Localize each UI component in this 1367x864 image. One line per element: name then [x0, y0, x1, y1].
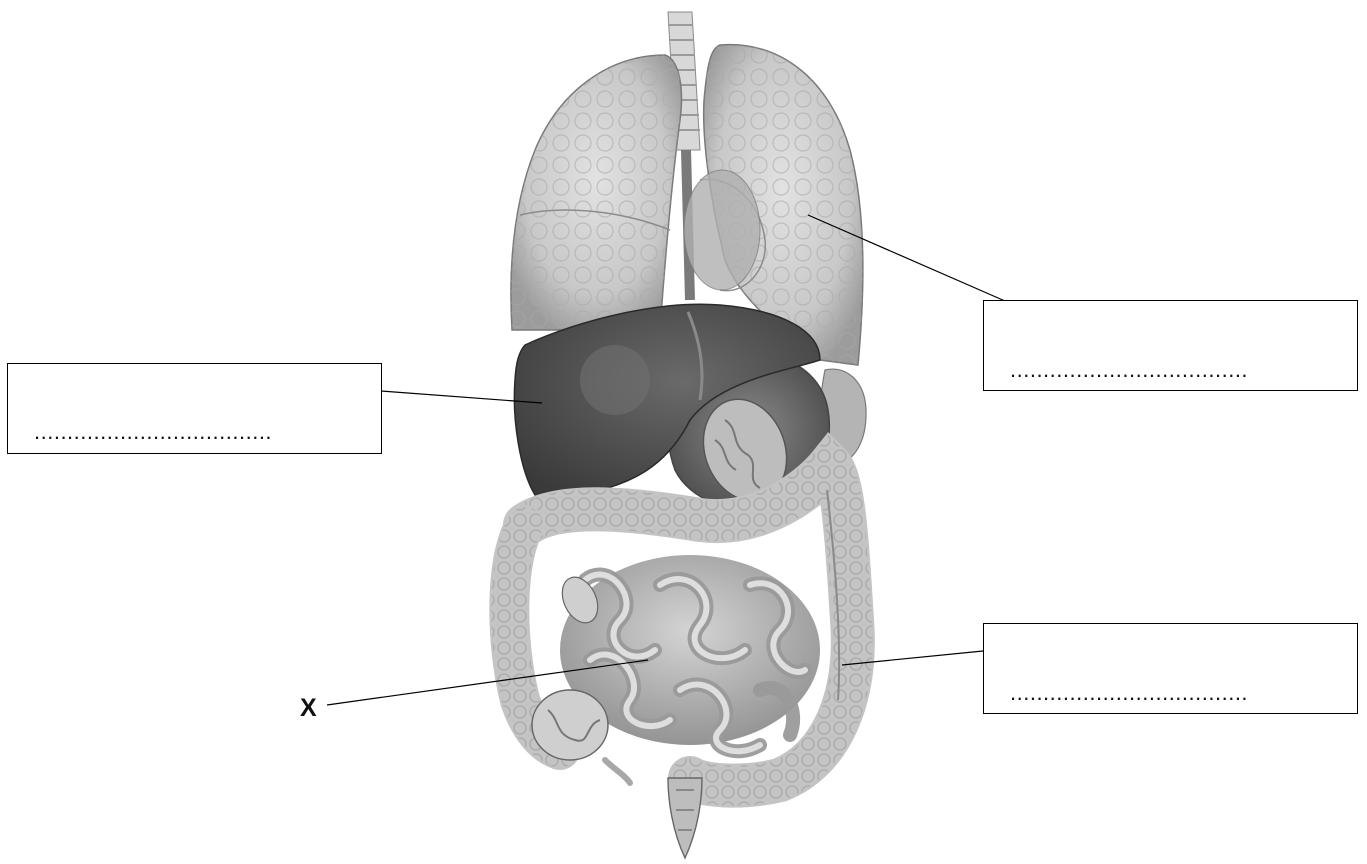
rectum	[668, 778, 702, 858]
colon-label-box[interactable]: ....................................	[983, 623, 1358, 714]
heart	[684, 170, 760, 290]
small-intestine	[532, 555, 820, 760]
colon-answer-line[interactable]: ....................................	[1010, 682, 1248, 704]
marker-x-label: X	[300, 694, 317, 723]
appendix	[605, 760, 630, 783]
right-lung	[511, 55, 682, 330]
lung-answer-line[interactable]: ....................................	[1010, 359, 1248, 381]
liver-label-box[interactable]: ....................................	[7, 363, 382, 454]
lung-label-box[interactable]: ....................................	[983, 300, 1358, 391]
liver-answer-line[interactable]: ....................................	[34, 421, 272, 443]
